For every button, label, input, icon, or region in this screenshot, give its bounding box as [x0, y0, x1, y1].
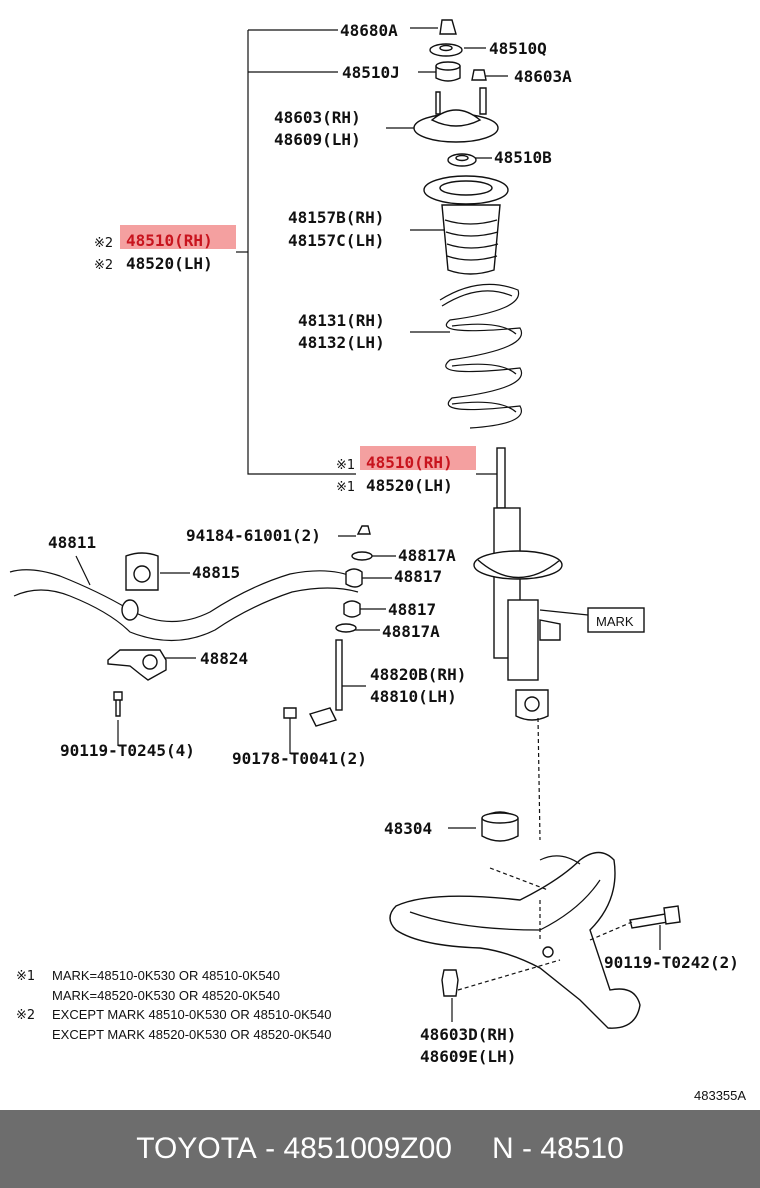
label-48815: 48815: [192, 563, 240, 582]
label-48510J: 48510J: [342, 63, 400, 82]
label-48820B: 48820B(RH): [370, 665, 466, 684]
label-48609-lh: 48609(LH): [274, 130, 361, 149]
note-symbol-2a: ※2: [94, 236, 113, 251]
label-48817A-lower: 48817A: [382, 622, 440, 641]
mark-box: [587, 607, 645, 633]
bump-stop-boot: [423, 175, 509, 275]
highlight-48510-upper: [120, 225, 236, 249]
label-48603A: 48603A: [514, 67, 572, 86]
label-90119-T0242: 90119-T0242(2): [604, 953, 739, 972]
notes: ※1 MARK=48510-0K530 OR 48510-0K540 MARK=…: [16, 968, 746, 1103]
label-48520-lh-lower: 48520(LH): [366, 476, 453, 495]
strut-mount-parts: [413, 19, 499, 167]
label-48304: 48304: [384, 819, 432, 838]
callouts: 48680A 48510Q 48510J 48603A 48603(RH) 48…: [48, 21, 739, 1066]
footer-part-name: N - 48510: [492, 1132, 624, 1165]
label-48510Q: 48510Q: [489, 39, 547, 58]
coil-spring: [439, 283, 523, 429]
shock-absorber: [473, 447, 563, 721]
note1-line1: MARK=48510-0K530 OR 48510-0K540: [52, 968, 280, 983]
note2-symbol: ※2: [16, 1008, 35, 1023]
lower-arm: [389, 717, 681, 1029]
label-48157C: 48157C(LH): [288, 231, 384, 250]
label-90119-T0245: 90119-T0245(4): [60, 741, 195, 760]
label-48603-rh: 48603(RH): [274, 108, 361, 127]
stabilizer-bar: [9, 552, 359, 717]
note1-line2: MARK=48520-0K530 OR 48520-0K540: [52, 988, 280, 1003]
nut-48680A: [439, 19, 457, 35]
label-90178: 90178-T0041(2): [232, 749, 367, 768]
label-94184: 94184-61001(2): [186, 526, 321, 545]
label-48817-upper: 48817: [394, 567, 442, 586]
highlight-48510-lower: [360, 446, 476, 470]
figure-number: 483355A: [694, 1088, 746, 1103]
note-symbol-2b: ※2: [94, 258, 113, 273]
label-48510B: 48510B: [494, 148, 552, 167]
footer-separator: -: [256, 1132, 284, 1165]
mark-label: MARK: [596, 614, 634, 629]
label-48824: 48824: [200, 649, 248, 668]
label-48510-rh-upper: 48510(RH): [126, 231, 213, 250]
label-48132: 48132(LH): [298, 333, 385, 352]
bolt-90119-b: [629, 913, 669, 929]
label-48817-lower: 48817: [388, 600, 436, 619]
label-48810: 48810(LH): [370, 687, 457, 706]
footer-bar: TOYOTA - 4851009Z00 N - 48510: [0, 1110, 760, 1188]
nut-48603D: [441, 969, 459, 997]
note-symbol-1a: ※1: [336, 458, 355, 473]
label-48817A-upper: 48817A: [398, 546, 456, 565]
label-48520-lh-upper: 48520(LH): [126, 254, 213, 273]
note2-line2: EXCEPT MARK 48520-0K530 OR 48520-0K540: [52, 1027, 331, 1042]
label-48603D: 48603D(RH): [420, 1025, 516, 1044]
label-48811: 48811: [48, 533, 96, 552]
label-48131: 48131(RH): [298, 311, 385, 330]
label-48680A: 48680A: [340, 21, 398, 40]
nut-48603A: [471, 69, 487, 81]
parts-diagram: MARK 48680A 48510Q 48510J 48603A 48603(R…: [9, 19, 746, 1103]
bracket-48824: [107, 649, 167, 681]
note1-symbol: ※1: [16, 969, 35, 984]
leader-lines: [75, 27, 661, 1022]
label-48609E: 48609E(LH): [420, 1047, 516, 1066]
bolt-90119-a: [113, 691, 123, 717]
footer-part-number: 4851009Z00: [283, 1132, 453, 1165]
label-48510-rh-lower: 48510(RH): [366, 453, 453, 472]
stabilizer-link: [283, 525, 373, 727]
note2-line1: EXCEPT MARK 48510-0K530 OR 48510-0K540: [52, 1007, 331, 1022]
label-48157B: 48157B(RH): [288, 208, 384, 227]
footer-brand: TOYOTA: [136, 1132, 257, 1165]
note-symbol-1b: ※1: [336, 480, 355, 495]
